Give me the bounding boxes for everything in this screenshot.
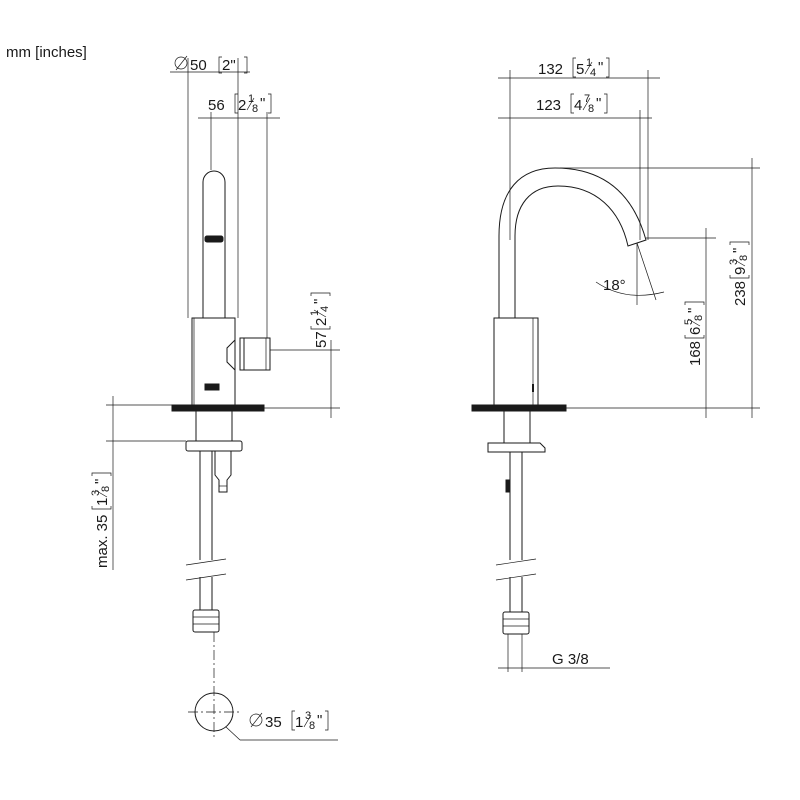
diameter-symbol: ⌀: [0, 0, 1, 1]
dim-168-inch-whole: 6: [687, 327, 704, 335]
dim-132-inch-den: 4: [590, 67, 596, 79]
dim-max-35-inch-whole: 1: [94, 498, 111, 506]
side-hose: [509, 452, 523, 560]
dim-238-inch-mark: ": [730, 248, 747, 253]
dim-max-35-inch-num: 3: [90, 490, 102, 496]
dim-238-inch-whole: 9: [732, 267, 749, 275]
units-label: mm [inches]: [6, 44, 87, 61]
front-aerator: [204, 235, 224, 243]
dim-angle-18: 18°: [603, 277, 626, 294]
dim-56-inch-whole: 2: [238, 97, 246, 114]
dim-132-inch-mark: ": [598, 59, 603, 76]
front-spout: [202, 170, 226, 318]
dim-diameter-50: 50: [190, 57, 207, 74]
dim-238-inch-den: 8: [738, 255, 750, 261]
side-body: [493, 317, 539, 406]
thread-label: G 3/8: [552, 651, 589, 668]
dim-168-inch-den: 8: [693, 315, 705, 321]
dim-168-inch-mark: ": [685, 308, 702, 313]
dim-35-inch-whole: 1: [295, 714, 303, 731]
dim-123: 123: [536, 97, 561, 114]
dim-132-inch-num: 1: [586, 57, 592, 69]
dim-132-inch-whole: 5: [576, 61, 584, 78]
dim-238-inch-num: 3: [728, 259, 740, 265]
dim-123-inch-den: 8: [588, 103, 594, 115]
dim-132: 132: [538, 61, 563, 78]
side-hose-nut: [502, 611, 530, 635]
front-dimensions: 50 2" 56 2 1 8 " 57 2 1 4 ": [90, 55, 340, 741]
dim-56-inch-mark: ": [260, 95, 265, 112]
front-lever: [226, 339, 236, 371]
front-view: [171, 170, 271, 740]
dim-max-35: max. 35: [94, 515, 111, 568]
front-hose-nut: [192, 609, 220, 633]
dim-168-inch-num: 5: [683, 319, 695, 325]
front-hose: [199, 451, 213, 560]
dim-inch-2: 2": [222, 57, 236, 74]
dim-57-inch-num: 1: [309, 310, 321, 316]
dim-168: 168: [687, 341, 704, 366]
dim-35-inch-num: 3: [305, 710, 311, 722]
dim-max-35-inch-mark: ": [92, 479, 109, 484]
dim-57: 57: [313, 331, 330, 348]
dim-56-inch-num: 1: [248, 93, 254, 105]
dim-123-inch-num: 7: [584, 93, 590, 105]
front-mount-nut: [185, 440, 243, 452]
front-hose-lower: [199, 577, 213, 610]
dim-123-inch-whole: 4: [574, 97, 582, 114]
side-mount-nut: [487, 442, 546, 453]
dim-35-inch-den: 8: [309, 720, 315, 732]
dim-57-inch-den: 4: [319, 306, 331, 312]
dim-56-inch-den: 8: [252, 103, 258, 115]
side-spout: [498, 167, 647, 318]
dim-123-inch-mark: ": [596, 95, 601, 112]
dim-56: 56: [208, 97, 225, 114]
dim-57-inch-mark: ": [311, 299, 328, 304]
side-view: [471, 167, 647, 672]
side-base-plate: [471, 404, 567, 412]
front-base-plate: [171, 404, 265, 412]
side-dimensions: 132 5 1 4 " 123 4 7 8 " 238 9 3 8 ": [498, 57, 760, 669]
front-body: [191, 317, 236, 406]
dim-diameter-35: 35: [265, 714, 282, 731]
dim-max-35-inch-den: 8: [100, 486, 112, 492]
front-sensor: [204, 383, 220, 391]
dim-238: 238: [732, 281, 749, 306]
dim-35-inch-mark: ": [317, 712, 322, 729]
dim-57-inch-whole: 2: [313, 318, 330, 326]
